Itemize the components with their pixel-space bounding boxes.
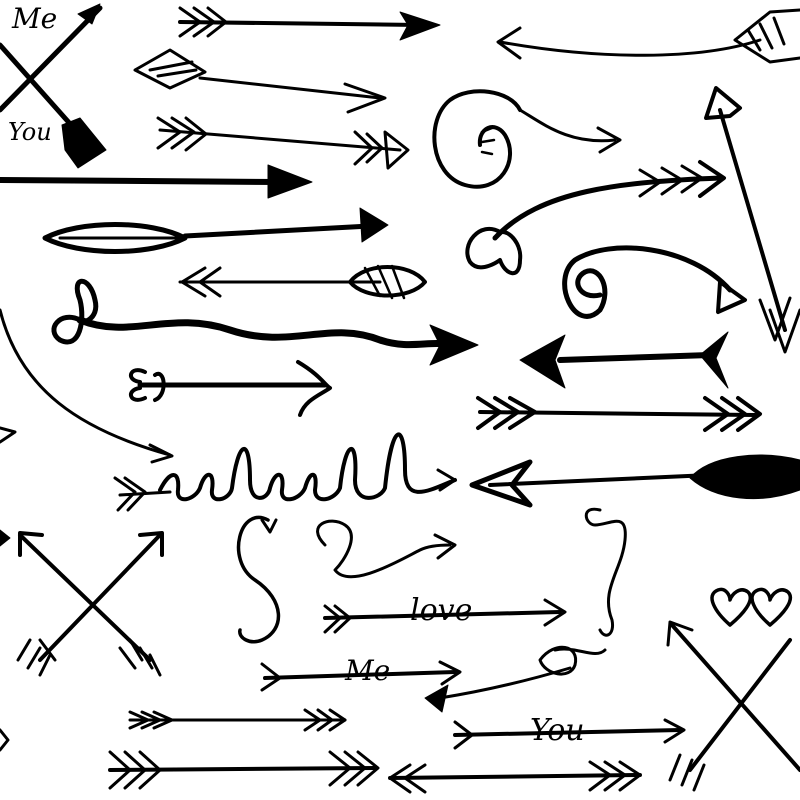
bottom-arrow-left bbox=[388, 760, 642, 794]
bold-arrow-right bbox=[0, 164, 313, 199]
long-curve-arrow bbox=[0, 308, 174, 464]
vertical-arrow-up bbox=[704, 86, 800, 354]
crossed-arrows-left bbox=[16, 531, 164, 677]
flourish-arrow-left bbox=[424, 645, 607, 713]
swirl-arrow-down bbox=[236, 507, 627, 644]
me-arrow-right: Me bbox=[260, 654, 462, 692]
feather-arrow-right bbox=[178, 6, 441, 41]
heart-icon bbox=[710, 587, 752, 627]
wavy-arrow-right bbox=[51, 278, 479, 366]
leaf-arrow-right bbox=[42, 207, 389, 254]
me-mid-label: Me bbox=[344, 654, 390, 687]
feather-tail-arrow-left bbox=[469, 454, 800, 508]
feather-arrow-left bbox=[178, 264, 427, 300]
spiral-arrow-right bbox=[432, 89, 622, 189]
heart-tail-arrow-right bbox=[465, 160, 726, 276]
leaf-fletched-arrow-right bbox=[133, 48, 387, 114]
heart-icon bbox=[750, 587, 792, 627]
love-label: love bbox=[410, 593, 472, 628]
crossed-arrows-me-you: Me You bbox=[0, 2, 107, 169]
small-arrow-right bbox=[128, 708, 347, 732]
you-arrow-right: You bbox=[453, 713, 686, 750]
bold-arrow-left bbox=[519, 331, 729, 389]
love-arrow-right: love bbox=[323, 593, 567, 634]
double-fletched-arrow-right bbox=[476, 396, 762, 432]
scroll-arrow-right bbox=[129, 360, 332, 417]
bottom-arrow-right bbox=[108, 750, 380, 790]
loop-arrow-right bbox=[113, 432, 457, 512]
crossed-arrows-hearts bbox=[666, 587, 800, 792]
you-top-label: You bbox=[8, 118, 52, 146]
curl-arrow-right bbox=[562, 245, 747, 319]
feather-arrow-right-2 bbox=[156, 116, 410, 170]
edge-arrow-left bbox=[0, 529, 11, 752]
me-top-label: Me bbox=[11, 2, 57, 35]
you-bottom-label: You bbox=[530, 713, 585, 748]
curved-arrow-left bbox=[496, 8, 800, 64]
